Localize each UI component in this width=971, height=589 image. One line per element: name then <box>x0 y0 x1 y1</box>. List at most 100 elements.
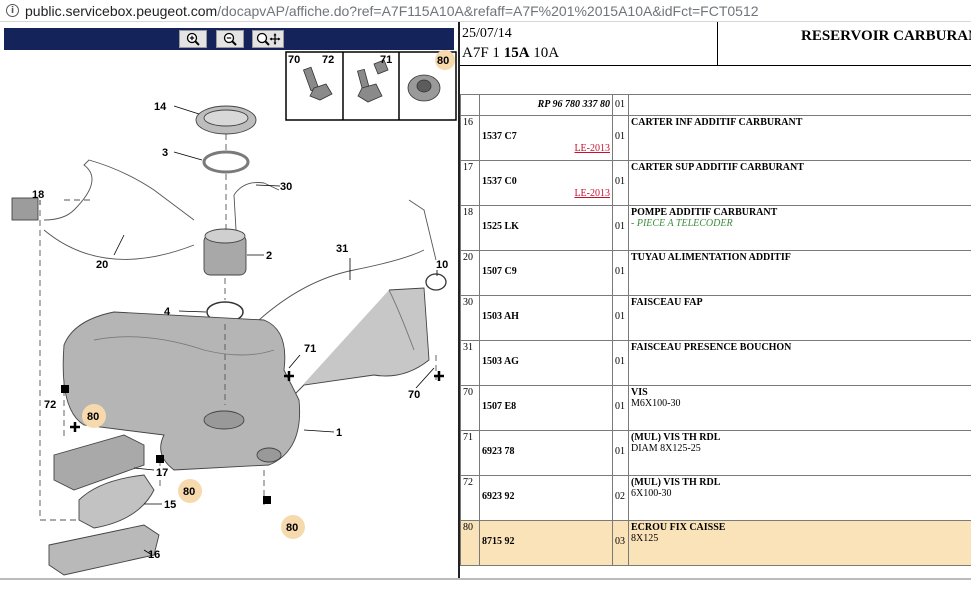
info-icon[interactable]: i <box>6 4 19 17</box>
part-reference[interactable]: 1507 E8 <box>482 401 517 412</box>
callout-17: 17 <box>156 467 168 479</box>
callout-2: 2 <box>266 250 272 262</box>
zoom-out-icon <box>223 32 237 46</box>
inset-label-80: 80 <box>437 55 449 67</box>
zoom-toolbar <box>4 28 454 50</box>
part-qty: 01 <box>615 176 625 187</box>
page-title: RESERVOIR CARBURANT <box>801 28 971 44</box>
item-number: 20 <box>460 250 480 296</box>
item-number: 17 <box>460 160 480 206</box>
callout-10: 10 <box>436 259 448 271</box>
part-note: 8X125 <box>631 533 659 544</box>
callout-20: 20 <box>96 259 108 271</box>
part-reference[interactable]: 1507 C9 <box>482 266 517 277</box>
item-number: 80 <box>460 520 480 566</box>
part-qty: 02 <box>615 491 625 502</box>
part-reference[interactable]: 6923 78 <box>482 446 515 457</box>
part-note: M6X100-30 <box>631 398 681 409</box>
part-reference[interactable]: 6923 92 <box>482 491 515 502</box>
callout-31: 31 <box>336 243 348 255</box>
date-limit-link[interactable]: LE-2013 <box>574 143 610 154</box>
part-reference[interactable]: 1537 C0 <box>482 176 517 187</box>
callout-70: 70 <box>408 389 420 401</box>
fastener-markers <box>61 371 444 504</box>
item-number: 71 <box>460 430 480 476</box>
part-reference[interactable]: 1503 AG <box>482 356 519 367</box>
part-note: DIAM 8X125-25 <box>631 443 701 454</box>
callout-16: 16 <box>148 549 160 561</box>
item-number: 16 <box>460 115 480 161</box>
callout-72: 72 <box>44 399 56 411</box>
inset-label-71: 71 <box>380 54 392 66</box>
diagram-pane: 70 72 71 80 <box>0 22 458 577</box>
part-description: ECROU FIX CAISSE <box>631 522 726 533</box>
callout-18: 18 <box>32 189 44 201</box>
part-description: (MUL) VIS TH RDL <box>631 432 721 443</box>
part-qty: 03 <box>615 536 625 547</box>
part-qty: 01 <box>615 311 625 322</box>
zoom-in-icon <box>186 32 200 46</box>
address-bar[interactable]: i public.servicebox.peugeot.com /docapvA… <box>0 0 971 22</box>
callout-80-c: 80 <box>286 522 298 534</box>
item-number: 70 <box>460 385 480 431</box>
part-qty: 01 <box>615 221 625 232</box>
header-date: 25/07/14 <box>462 26 512 41</box>
callout-80-a: 80 <box>87 411 99 423</box>
part-reference[interactable]: 1503 AH <box>482 311 519 322</box>
part-description: CARTER INF ADDITIF CARBURANT <box>631 117 803 128</box>
part-description: CARTER SUP ADDITIF CARBURANT <box>631 162 804 173</box>
date-limit-link[interactable]: LE-2013 <box>574 188 610 199</box>
zoom-pan-icon <box>256 32 281 46</box>
part-qty: 01 <box>615 356 625 367</box>
item-number: 72 <box>460 475 480 521</box>
zoom-pan-button[interactable] <box>252 30 284 48</box>
part-reference[interactable]: 8715 92 <box>482 536 515 547</box>
part-note: 6X100-30 <box>631 488 672 499</box>
header-title-cell: RESERVOIR CARBURANT <box>718 22 971 66</box>
rp-reference: RP 96 780 337 80 <box>537 99 610 110</box>
table-row-rp[interactable]: RP 96 780 337 80 01 <box>460 94 971 116</box>
parts-pane: 25/07/14 A7F 1 15A 10A RESERVOIR CARBURA… <box>460 22 971 578</box>
part-description: VIS <box>631 387 648 398</box>
part-reference[interactable]: 1525 LK <box>482 221 519 232</box>
part-qty: 01 <box>615 266 625 277</box>
part-description: (MUL) VIS TH RDL <box>631 477 721 488</box>
item-number: 31 <box>460 340 480 386</box>
callout-4: 4 <box>164 306 171 318</box>
inset-label-72: 72 <box>322 54 334 66</box>
url-host: public.servicebox.peugeot.com <box>25 2 218 19</box>
zoom-in-button[interactable] <box>179 30 207 48</box>
part-qty: 01 <box>615 131 625 142</box>
item-number: 30 <box>460 295 480 341</box>
exploded-diagram[interactable]: 70 72 71 80 <box>4 50 458 577</box>
part-note: - PIECE A TELECODER <box>631 218 733 229</box>
callout-15: 15 <box>164 499 176 511</box>
bottom-rule <box>0 578 971 580</box>
callout-14: 14 <box>154 101 167 113</box>
part-reference[interactable]: 1537 C7 <box>482 131 517 142</box>
fuel-tank-drawing <box>11 105 447 576</box>
inset-label-70: 70 <box>288 54 300 66</box>
pane-divider <box>458 22 460 578</box>
item-number: 18 <box>460 205 480 251</box>
header-info: 25/07/14 A7F 1 15A 10A <box>460 22 718 66</box>
rp-qty: 01 <box>615 99 625 110</box>
callout-30: 30 <box>280 181 292 193</box>
header-code: A7F 1 15A 10A <box>462 45 560 61</box>
part-description: POMPE ADDITIF CARBURANT <box>631 207 778 218</box>
part-qty: 01 <box>615 446 625 457</box>
leader-lines <box>39 105 438 556</box>
part-description: TUYAU ALIMENTATION ADDITIF <box>631 252 791 263</box>
zoom-out-button[interactable] <box>216 30 244 48</box>
